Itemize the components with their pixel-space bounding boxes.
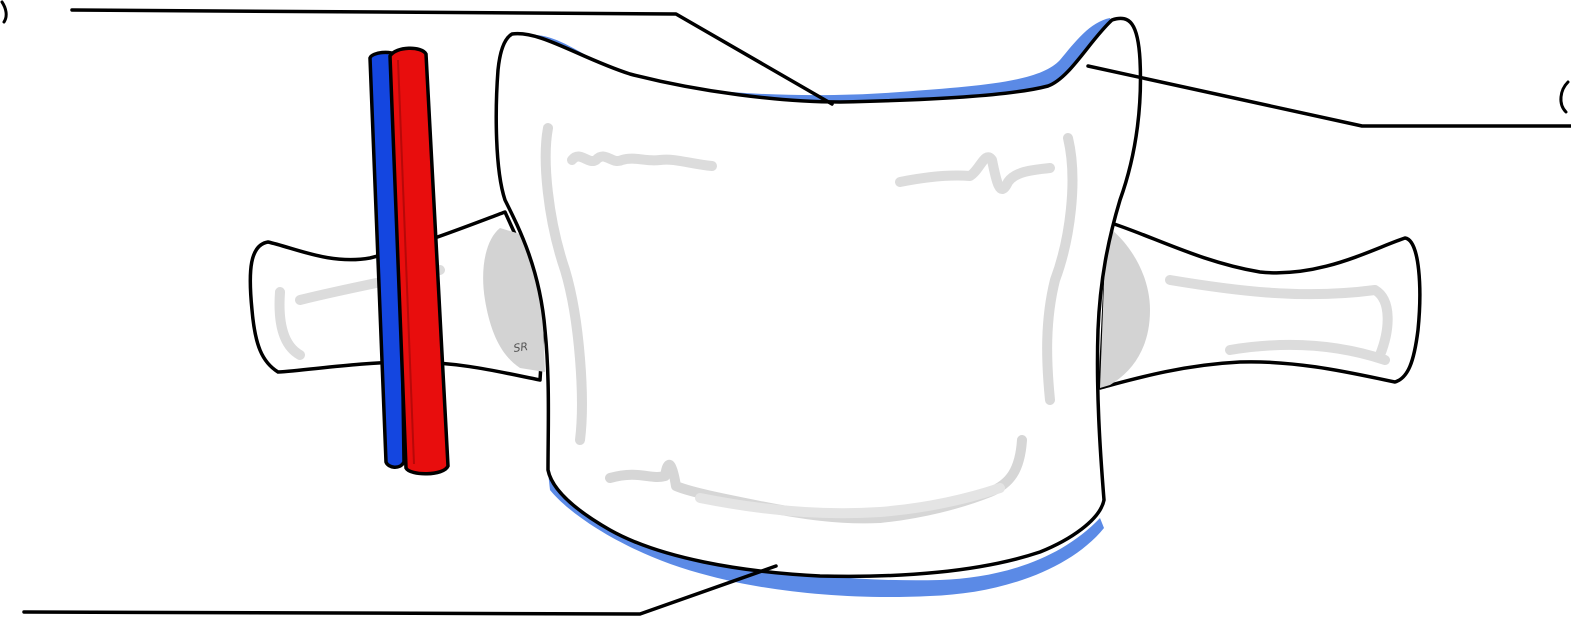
leader-line-endplate-rim xyxy=(1088,66,1571,126)
right-transverse-process xyxy=(1100,222,1420,388)
artist-signature: SR xyxy=(513,340,529,355)
vertebral-body-outline xyxy=(496,18,1140,576)
leader-line-inferior-endplate xyxy=(24,566,776,614)
vertebral-body: SR xyxy=(496,18,1140,576)
leader-line-superior-endplate xyxy=(72,10,832,104)
cropped-mark-right xyxy=(1561,82,1568,112)
vessels xyxy=(370,48,448,474)
cropped-mark-top-left xyxy=(2,2,6,22)
